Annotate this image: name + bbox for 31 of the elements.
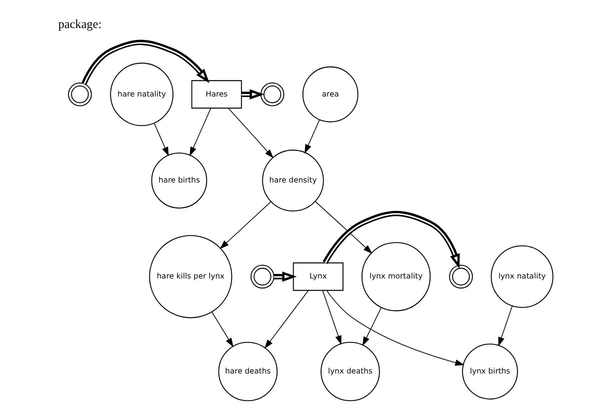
- arrow: [362, 307, 382, 346]
- arrow: [314, 201, 372, 254]
- node-circle: hare deaths: [218, 342, 278, 402]
- node-cloud: [448, 264, 472, 289]
- arrow: [153, 122, 168, 156]
- arrow: [273, 272, 296, 282]
- arrow: [189, 108, 211, 156]
- node-circle: hare births: [150, 152, 207, 208]
- node-box: Hares: [190, 80, 242, 109]
- arrow: [322, 290, 341, 345]
- arrow: [304, 119, 320, 154]
- arrow: [326, 290, 464, 366]
- node-box: Lynx: [292, 262, 343, 291]
- label: package:: [58, 16, 102, 31]
- node-cloud: [68, 82, 92, 106]
- node-cloud: [260, 82, 284, 106]
- node-circle: lynx births: [462, 344, 518, 400]
- node-circle: lynx deaths: [320, 342, 380, 402]
- arrow: [219, 201, 271, 250]
- node-cloud: [250, 264, 274, 289]
- arrow: [240, 89, 264, 100]
- node-circle: hare natality: [110, 62, 173, 126]
- node-circle: hare kills per lynx: [148, 235, 232, 318]
- node-circle: lynx natality: [490, 245, 553, 308]
- arrow: [264, 290, 308, 349]
- arrow: [81, 40, 209, 85]
- arrow: [211, 312, 233, 348]
- arrow: [498, 306, 512, 346]
- node-circle: area: [302, 66, 358, 122]
- arrow: [228, 108, 274, 158]
- arrow: [322, 210, 460, 269]
